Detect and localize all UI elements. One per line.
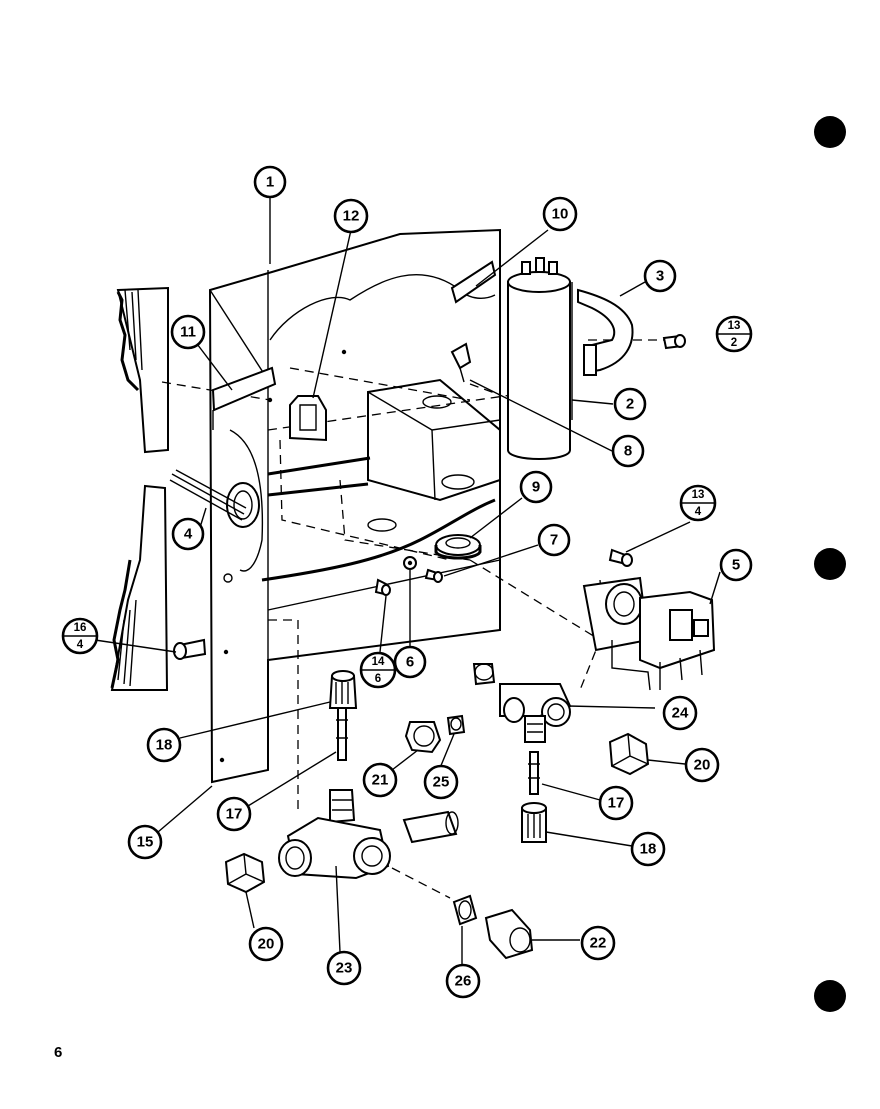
screw-13-4 [608, 548, 633, 567]
strap-part-3 [577, 288, 634, 376]
callout-8: 8 [611, 434, 645, 468]
callout-2: 2 [613, 387, 647, 421]
svg-text:13: 13 [728, 320, 741, 332]
callout-23: 23 [326, 950, 362, 986]
cap-part-20-right [608, 732, 650, 776]
callout-13-over-2: 13 2 [715, 315, 753, 353]
screw-part-7 [424, 568, 443, 583]
screw-13-2 [662, 334, 686, 350]
callout-7: 7 [537, 523, 571, 557]
svg-text:17: 17 [608, 795, 625, 812]
valve-cap-part-18-left [328, 670, 358, 709]
svg-text:18: 18 [156, 737, 173, 754]
callout-5: 5 [719, 548, 753, 582]
svg-text:3: 3 [656, 268, 664, 285]
nut-part-21 [404, 721, 442, 754]
callout-18-right: 18 [630, 831, 666, 867]
screw-16-4 [173, 638, 207, 660]
svg-text:14: 14 [372, 656, 385, 668]
capacitor-part-2 [507, 257, 573, 460]
callout-20-left: 20 [248, 926, 284, 962]
wall-fragment-upper [116, 286, 169, 454]
binder-hole-middle [814, 548, 846, 580]
callout-20-right: 20 [684, 747, 720, 783]
callout-1: 1 [253, 165, 287, 199]
callout-12: 12 [333, 198, 369, 234]
callout-13-over-4: 13 4 [679, 484, 717, 522]
callout-25: 25 [423, 764, 459, 800]
svg-text:7: 7 [550, 532, 558, 549]
callout-6: 6 [393, 645, 427, 679]
svg-text:22: 22 [590, 935, 607, 952]
callout-10: 10 [542, 196, 578, 232]
svg-text:17: 17 [226, 806, 243, 823]
svg-text:11: 11 [180, 324, 196, 341]
svg-text:4: 4 [77, 639, 84, 651]
nut-part-22 [484, 908, 534, 960]
svg-text:4: 4 [184, 526, 193, 543]
tee-fitting-part-24 [472, 663, 572, 743]
callout-21: 21 [362, 762, 398, 798]
tee-fitting-part-23 [278, 789, 459, 880]
bracket-part-11 [211, 366, 277, 430]
valve-cap-part-18-right [521, 802, 547, 843]
cap-part-20-left [224, 852, 266, 894]
svg-text:10: 10 [552, 206, 569, 223]
svg-text:12: 12 [343, 208, 360, 225]
sleeve-part-25 [446, 714, 466, 736]
svg-text:13: 13 [692, 489, 705, 501]
svg-text:5: 5 [732, 557, 740, 574]
svg-text:16: 16 [74, 622, 87, 634]
svg-text:15: 15 [137, 834, 154, 851]
bracket-part-10 [450, 260, 497, 304]
page-number: 6 [54, 1044, 63, 1061]
callout-11: 11 [170, 314, 206, 350]
valve-core-part-17-left [336, 701, 348, 761]
callout-14-over-6: 14 6 [359, 651, 397, 689]
svg-text:8: 8 [624, 443, 632, 460]
callout-26: 26 [445, 963, 481, 999]
callout-3: 3 [643, 259, 677, 293]
svg-text:9: 9 [532, 479, 540, 496]
svg-text:6: 6 [406, 654, 414, 671]
svg-text:18: 18 [640, 841, 657, 858]
svg-text:25: 25 [433, 774, 450, 791]
callout-4: 4 [171, 517, 205, 551]
svg-text:21: 21 [372, 772, 389, 789]
svg-text:2: 2 [626, 396, 634, 413]
callout-16-over-4: 16 4 [61, 617, 99, 655]
svg-text:24: 24 [672, 705, 689, 722]
binder-hole-top [814, 116, 846, 148]
clip-part-8 [450, 342, 472, 383]
svg-text:20: 20 [694, 757, 711, 774]
leader-lines [94, 196, 721, 964]
callout-17-right: 17 [598, 785, 634, 821]
wall-fragment-lower [110, 484, 169, 691]
callout-15: 15 [127, 824, 163, 860]
binder-hole-bottom [814, 980, 846, 1012]
valve-part-5 [582, 576, 716, 691]
callout-17-left: 17 [216, 796, 252, 832]
clip-part-12 [289, 395, 327, 442]
wire-part-4 [169, 469, 247, 521]
svg-text:2: 2 [731, 337, 737, 349]
washer-part-6 [403, 556, 417, 570]
svg-text:26: 26 [455, 973, 472, 990]
callout-9: 9 [519, 470, 553, 504]
binder-holes [814, 116, 846, 1012]
housing-assembly [208, 228, 501, 784]
svg-text:1: 1 [266, 174, 274, 191]
svg-text:6: 6 [375, 673, 381, 685]
svg-text:23: 23 [336, 960, 353, 977]
callout-22: 22 [580, 925, 616, 961]
svg-text:20: 20 [258, 936, 275, 953]
svg-text:4: 4 [695, 506, 702, 518]
grommet-part-9 [434, 534, 482, 560]
callout-24: 24 [662, 695, 698, 731]
callout-18-left: 18 [146, 727, 182, 763]
sleeve-part-26 [452, 894, 478, 926]
valve-core-part-17-right [528, 751, 540, 795]
screw-14-6 [374, 578, 391, 596]
